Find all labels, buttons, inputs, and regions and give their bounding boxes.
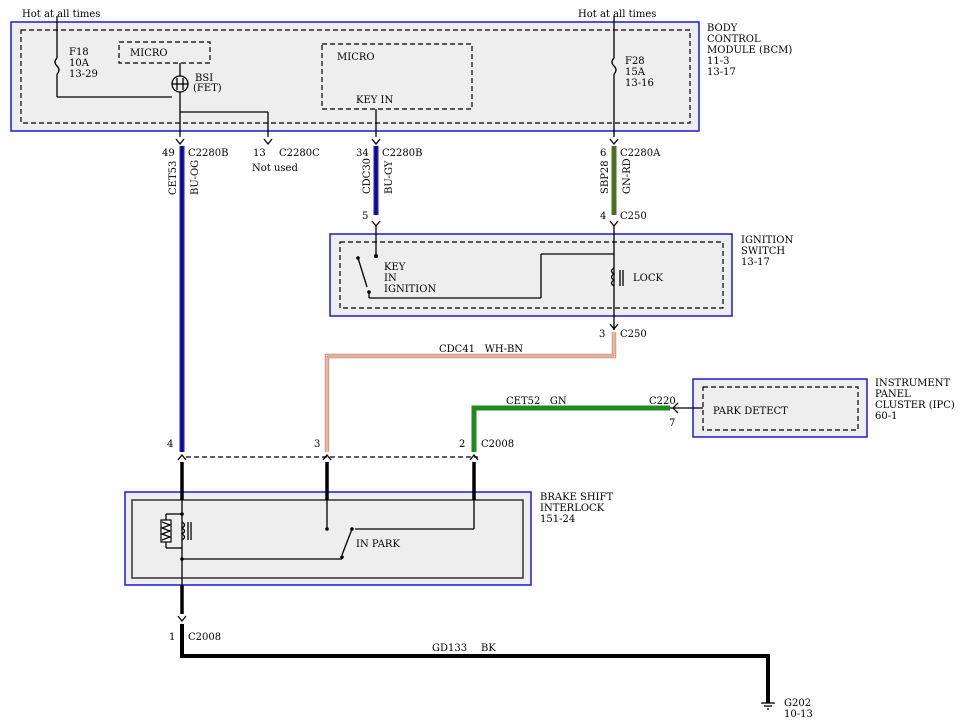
c250-top-right-name: C250 bbox=[620, 211, 647, 222]
c2280-connector-chevrons bbox=[175, 138, 619, 146]
bsi-name-line1: BRAKE SHIFT bbox=[540, 492, 614, 503]
fuse-f28-ref: 13-16 bbox=[625, 78, 654, 89]
c2280a-name: C2280A bbox=[620, 148, 661, 159]
cet53-color: BU-OG bbox=[190, 160, 201, 195]
c250-top-chevrons bbox=[371, 220, 619, 330]
bcm-name-line5: 13-17 bbox=[707, 67, 736, 78]
ipc-name-line3: CLUSTER (IPC) bbox=[875, 400, 955, 411]
fuse-f28-icon bbox=[611, 57, 617, 75]
ipc-module bbox=[692, 378, 868, 438]
ipc-name-line2: PANEL bbox=[875, 389, 911, 400]
ignition-switch-name-line1: IGNITION bbox=[741, 235, 793, 246]
c2008-top-chevrons bbox=[177, 453, 479, 461]
c2008-pin3: 3 bbox=[314, 439, 320, 450]
fuse-f18-name: F18 bbox=[69, 47, 89, 58]
c250-bottom-chevron bbox=[609, 323, 619, 331]
fuse-f18-icon bbox=[54, 57, 60, 75]
gd133-circuit: GD133 bbox=[432, 643, 467, 654]
bcm-module bbox=[10, 21, 700, 132]
c250-bottom-name: C250 bbox=[620, 329, 647, 340]
ignition-switch-internals bbox=[356, 253, 624, 299]
bsi-label: BSI bbox=[195, 73, 213, 84]
key-in-label: KEY IN bbox=[356, 95, 394, 106]
bcm-internal-wiring bbox=[54, 16, 617, 137]
c2008-pin2: 2 bbox=[459, 439, 465, 450]
ignition-switch-module bbox=[329, 233, 733, 317]
brake-shift-interlock-module bbox=[124, 491, 532, 586]
fuse-f18-ref: 13-29 bbox=[69, 69, 98, 80]
micro-right-label: MICRO bbox=[337, 52, 375, 63]
wire-cet52 bbox=[471, 402, 703, 452]
fuse-f28-name: F28 bbox=[625, 56, 645, 67]
c2280c-name: C2280C bbox=[279, 148, 320, 159]
c2280b-left-name: C2280B bbox=[188, 148, 228, 159]
sbp28-circuit: SBP28 bbox=[600, 160, 611, 194]
ignition-switch-name-line3: 13-17 bbox=[741, 257, 770, 268]
ground-name: G202 bbox=[784, 698, 811, 709]
cdc30-color: BU-GY bbox=[384, 160, 395, 194]
c220-name: C220 bbox=[649, 396, 676, 407]
bsi-name-line3: 151-24 bbox=[540, 514, 575, 525]
ipc-name-line1: INSTRUMENT bbox=[875, 378, 950, 389]
c2280b-mid-name: C2280B bbox=[382, 148, 422, 159]
fuse-f18-rating: 10A bbox=[69, 58, 90, 69]
cdc30-circuit: CDC30 bbox=[362, 158, 373, 194]
c2280b-mid-pin: 34 bbox=[356, 148, 369, 159]
lock-coil-icon bbox=[610, 267, 616, 287]
bcm-name-line2: CONTROL bbox=[707, 34, 761, 45]
c250-top-right-pin: 4 bbox=[600, 211, 606, 222]
ignition-switch-name-line2: SWITCH bbox=[741, 246, 785, 257]
cet52-label: CET52 GN bbox=[506, 396, 567, 407]
solenoid-coil-icon bbox=[180, 521, 186, 541]
lock-label: LOCK bbox=[633, 273, 663, 284]
c220-pin: 7 bbox=[669, 418, 675, 429]
ground-ref: 10-13 bbox=[784, 709, 813, 720]
micro-left-label: MICRO bbox=[130, 48, 168, 59]
wire-cdc41 bbox=[324, 332, 617, 452]
hot-at-all-times-right: Hot at all times bbox=[578, 9, 656, 20]
c250-bottom-pin: 3 bbox=[599, 329, 605, 340]
cdc41-label: CDC41 WH-BN bbox=[439, 344, 523, 355]
bsi-name-line2: INTERLOCK bbox=[540, 503, 605, 514]
fuse-f28-rating: 15A bbox=[625, 67, 646, 78]
gd133-color: BK bbox=[481, 643, 496, 654]
key-in-ignition-line1: KEY bbox=[384, 262, 406, 273]
sbp28-color: GN-RD bbox=[622, 158, 633, 194]
bcm-name-line4: 11-3 bbox=[707, 56, 729, 67]
c2008-bottom-name: C2008 bbox=[188, 632, 221, 643]
bcm-name-line3: MODULE (BCM) bbox=[707, 45, 792, 56]
c2008-name: C2008 bbox=[481, 439, 514, 450]
key-in-ignition-line3: IGNITION bbox=[384, 284, 436, 295]
bsi-internals bbox=[160, 500, 475, 600]
bsi-input-wires bbox=[180, 462, 476, 500]
c2008-pin4: 4 bbox=[167, 439, 173, 450]
c2280b-left-pin: 49 bbox=[162, 148, 175, 159]
key-in-ignition-line2: IN bbox=[384, 273, 397, 284]
c2280c-pin: 13 bbox=[253, 148, 266, 159]
c2280c-note: Not used bbox=[252, 163, 298, 174]
wire-gd133 bbox=[177, 585, 770, 703]
cet53-circuit: CET53 bbox=[168, 161, 179, 195]
hot-at-all-times-left: Hot at all times bbox=[22, 9, 100, 20]
c2008-bottom-pin: 1 bbox=[169, 632, 175, 643]
in-park-label: IN PARK bbox=[356, 539, 400, 550]
ipc-name-line4: 60-1 bbox=[875, 411, 897, 422]
bsi-fet-label: (FET) bbox=[193, 83, 222, 94]
bcm-name-line1: BODY bbox=[707, 23, 738, 34]
ground-icon bbox=[761, 702, 775, 710]
c250-top-left-pin: 5 bbox=[362, 211, 368, 222]
c2280a-pin: 6 bbox=[600, 148, 606, 159]
park-detect-label: PARK DETECT bbox=[713, 406, 788, 417]
